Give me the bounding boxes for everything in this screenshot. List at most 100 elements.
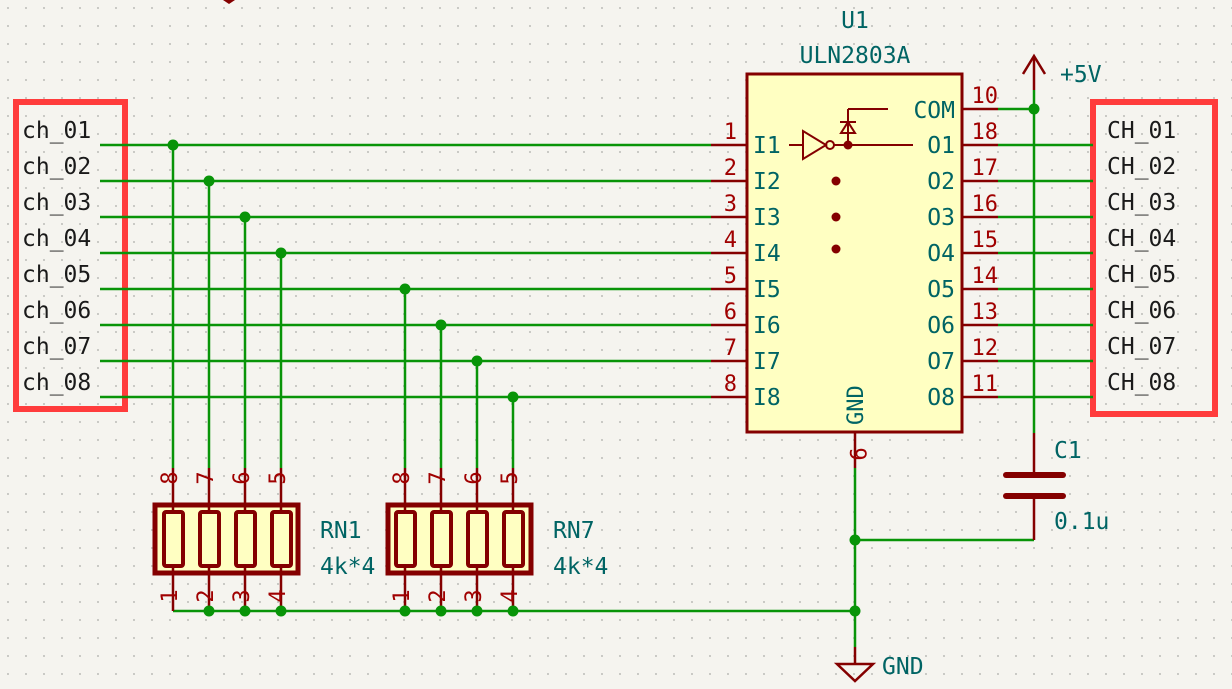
ground-icon — [833, 662, 877, 683]
left-net-labels: ch_01 ch_02 ch_03 ch_04 ch_05 ch_06 ch_07 ch_08 — [22, 118, 91, 396]
resistor-element-icon — [162, 510, 185, 568]
gate-junction-dot — [843, 140, 853, 150]
u1-output-pin-number: 13 — [972, 300, 999, 325]
right-net-label[interactable]: CH_06 — [1107, 298, 1176, 324]
left-net-label[interactable]: ch_08 — [22, 370, 91, 396]
ellipsis-dot — [831, 244, 841, 254]
u1-input-pin-name: I6 — [753, 313, 781, 339]
u1-output-pin-name: O1 — [927, 133, 955, 159]
left-net-label[interactable]: ch_01 — [22, 118, 91, 144]
right-net-label[interactable]: CH_04 — [1107, 226, 1176, 252]
u1-pins: 1I12I23I34I45I56I67I78I818O117O216O315O4… — [711, 120, 998, 411]
vcc-power-symbol[interactable]: +5V — [1021, 53, 1102, 90]
junction-dot — [239, 605, 251, 617]
junction-dot — [275, 247, 287, 259]
u1-value: ULN2803A — [800, 43, 911, 69]
u1-input-pin-name: I1 — [753, 133, 781, 159]
junctions — [167, 103, 1040, 617]
c1-value: 0.1u — [1054, 509, 1109, 535]
u1-output-pin-name: O5 — [927, 277, 955, 303]
junction-dot — [849, 534, 861, 546]
u1-input-pin-number: 2 — [724, 156, 737, 181]
vcc-label: +5V — [1060, 62, 1102, 88]
u1-output-pin-number: 17 — [972, 156, 999, 181]
left-net-label[interactable]: ch_05 — [22, 262, 91, 288]
right-net-label[interactable]: CH_03 — [1107, 190, 1176, 216]
right-net-label[interactable]: CH_05 — [1107, 262, 1176, 288]
u1-input-pin-name: I8 — [753, 385, 781, 411]
rn7-top-pin-number: 8 — [390, 471, 415, 484]
resistor-element-icon — [430, 510, 453, 568]
rn1-bottom-pin-number: 3 — [230, 589, 255, 602]
u1-output-pin-name: O6 — [927, 313, 955, 339]
gnd-label: GND — [882, 654, 924, 680]
u1-input-pin-number: 3 — [724, 192, 737, 217]
rn7-bottom-pin-number: 2 — [426, 589, 451, 602]
rn7-value: 4k*4 — [553, 554, 608, 580]
left-net-label[interactable]: ch_03 — [22, 190, 91, 216]
u1-input-pin-name: I3 — [753, 205, 781, 231]
rn7-resistor-network[interactable]: 8 1 7 2 6 3 5 4 RN7 4k*4 — [385, 468, 608, 611]
c1-ref: C1 — [1054, 438, 1082, 464]
rn7-bottom-pin-number: 1 — [390, 589, 415, 602]
gnd-power-symbol[interactable]: GND — [833, 647, 924, 683]
right-net-label[interactable]: CH_02 — [1107, 154, 1176, 180]
junction-dot — [399, 283, 411, 295]
c1-capacitor[interactable]: C1 0.1u — [1003, 433, 1109, 540]
resistor-element-icon — [466, 510, 489, 568]
rn7-top-pin-number: 7 — [426, 471, 451, 484]
left-net-label[interactable]: ch_02 — [22, 154, 91, 180]
junction-dot — [167, 139, 179, 151]
u1-ref: U1 — [841, 8, 869, 34]
junction-dot — [507, 605, 519, 617]
rn1-ref: RN1 — [320, 518, 362, 544]
u1-input-pin-number: 4 — [724, 228, 737, 253]
u1-output-pin-number: 12 — [972, 336, 999, 361]
rn7-bottom-pin-number: 3 — [462, 589, 487, 602]
u1-pin-gnd-number: 9 — [844, 447, 869, 460]
junction-dot — [1028, 103, 1040, 115]
u1-input-pin-name: I2 — [753, 169, 781, 195]
junction-dot — [849, 605, 861, 617]
u1-symbol[interactable]: U1 ULN2803A 1I12I23I34I45I56I67I78I818O1… — [711, 8, 998, 468]
junction-dot — [435, 605, 447, 617]
rn7-top-pin-number: 5 — [498, 471, 523, 484]
u1-output-pin-number: 15 — [972, 228, 999, 253]
resistor-element-icon — [394, 510, 417, 568]
rn7-bottom-pin-number: 4 — [498, 589, 523, 602]
junction-dot — [203, 175, 215, 187]
right-net-label[interactable]: CH_08 — [1107, 370, 1176, 396]
u1-output-pin-name: O2 — [927, 169, 955, 195]
ellipsis-dot — [831, 176, 841, 186]
rn1-top-pin-number: 7 — [194, 471, 219, 484]
rn1-bottom-pin-number: 4 — [266, 589, 291, 602]
u1-output-pin-name: O3 — [927, 205, 955, 231]
rn1-top-pin-number: 6 — [230, 471, 255, 484]
right-highlight-box — [1090, 99, 1218, 417]
junction-dot — [507, 391, 519, 403]
rn1-value: 4k*4 — [320, 554, 375, 580]
rn7-top-pin-number: 6 — [462, 471, 487, 484]
u1-input-pin-number: 7 — [724, 336, 737, 361]
offscreen-symbol-tip — [223, 0, 235, 4]
right-net-label[interactable]: CH_01 — [1107, 118, 1176, 144]
resistor-element-icon — [198, 510, 221, 568]
u1-output-pin-number: 14 — [972, 264, 999, 289]
u1-pin-com-name: COM — [913, 98, 955, 124]
resistor-element-icon — [270, 510, 293, 568]
u1-output-pin-name: O8 — [927, 385, 955, 411]
rn7-ref: RN7 — [553, 518, 595, 544]
rn1-bottom-pin-number: 1 — [158, 589, 183, 602]
left-net-label[interactable]: ch_06 — [22, 298, 91, 324]
left-net-label[interactable]: ch_07 — [22, 334, 91, 360]
u1-input-pin-name: I5 — [753, 277, 781, 303]
u1-pin-gnd-name: GND — [844, 385, 869, 425]
u1-output-pin-number: 16 — [972, 192, 999, 217]
right-net-label[interactable]: CH_07 — [1107, 334, 1176, 360]
left-net-label[interactable]: ch_04 — [22, 226, 91, 252]
u1-output-pin-name: O7 — [927, 349, 955, 375]
rn1-top-pin-number: 5 — [266, 471, 291, 484]
